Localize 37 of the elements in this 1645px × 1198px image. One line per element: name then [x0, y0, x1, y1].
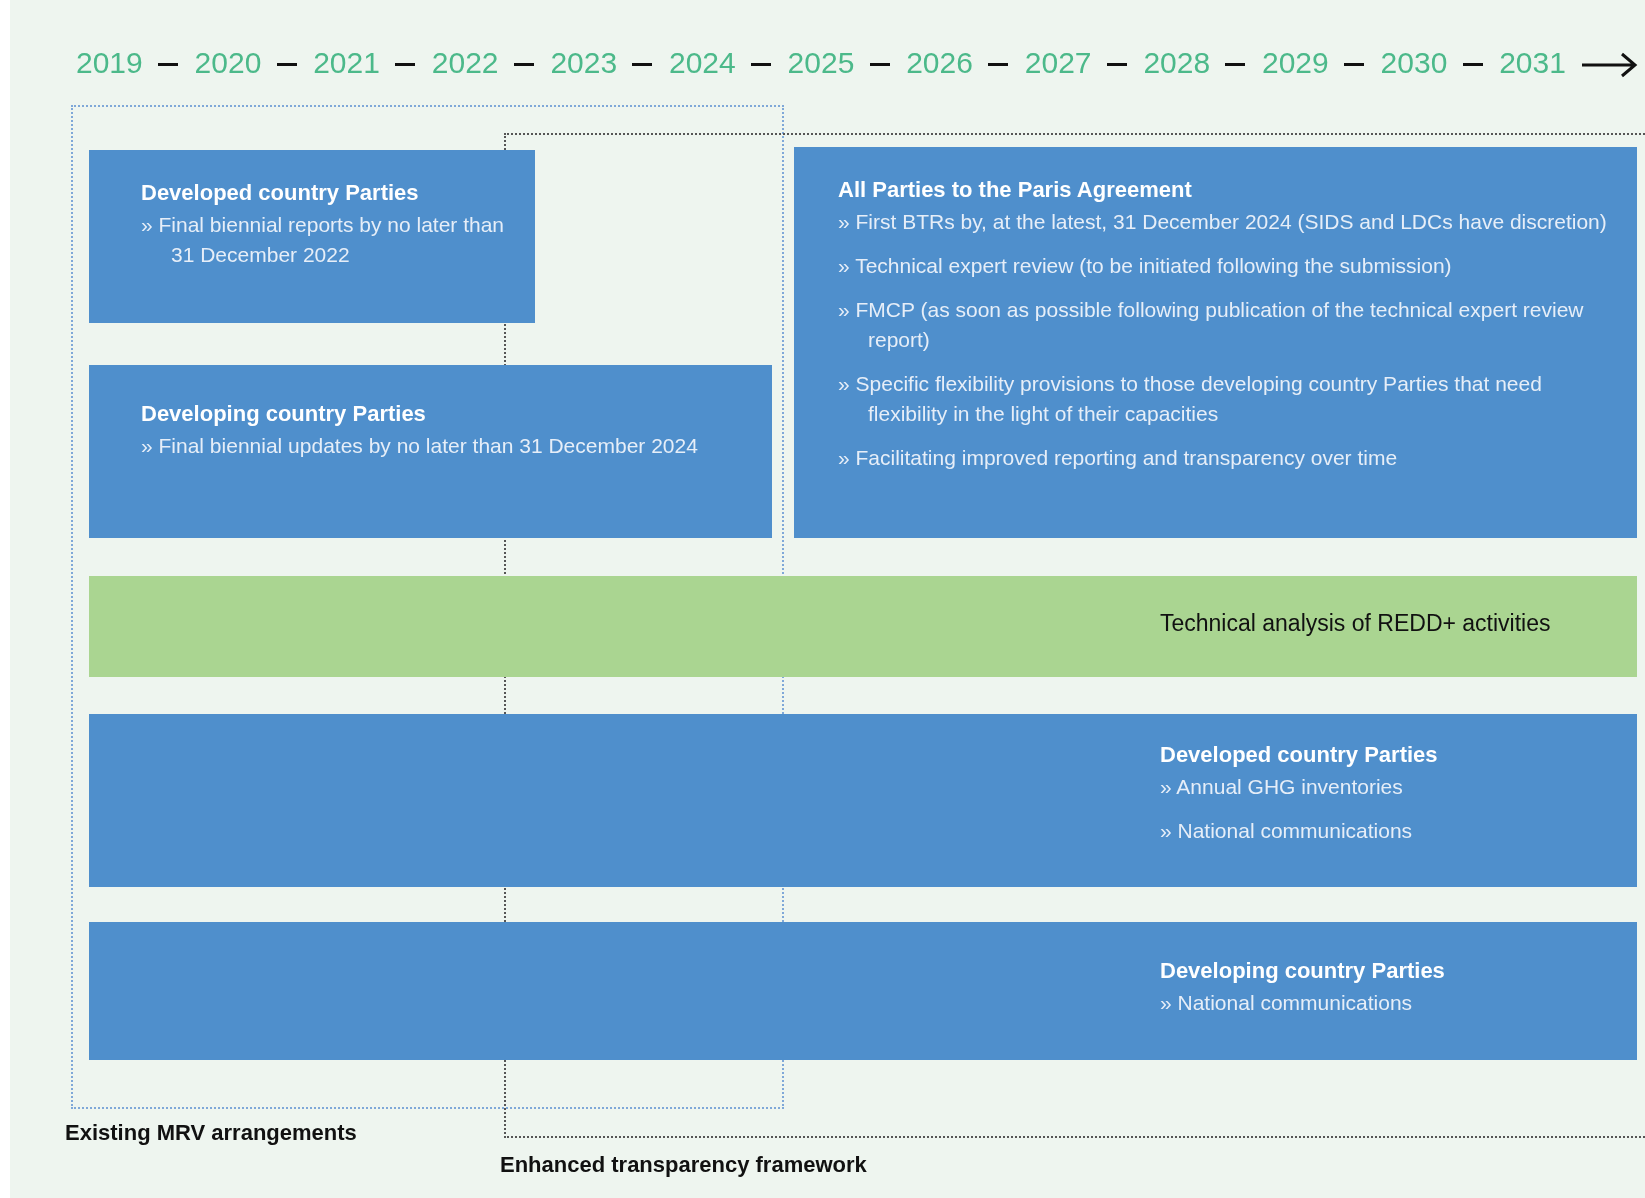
year-label: 2030	[1380, 46, 1448, 80]
year-label: 2019	[76, 46, 143, 80]
year-label: 2028	[1143, 46, 1211, 80]
bullet-item: » Facilitating improved reporting and transparency over time	[838, 445, 1399, 471]
bullet-item: » Final biennial reports by no later than 31 December 2022	[141, 212, 506, 268]
info-panel	[794, 147, 1637, 538]
panel-heading: Developed country Parties	[1160, 742, 1439, 768]
info-panel	[89, 150, 535, 323]
info-panel	[89, 714, 1637, 887]
panel-heading: All Parties to the Paris Agreement	[838, 177, 1193, 203]
bullet-item: » Specific flexibility provisions to those developing country Parties that need flexibility in the light of their capacities	[838, 371, 1543, 427]
year-label: 2024	[669, 46, 736, 80]
bullet-item: » First BTRs by, at the latest, 31 December 2024 (SIDS and LDCs have discretion)	[838, 209, 1608, 235]
bullet-item: » FMCP (as soon as possible following publication of the technical expert review report)	[838, 297, 1585, 353]
panel-heading: Developing country Parties	[141, 401, 427, 427]
year-label: 2029	[1262, 46, 1329, 80]
year-label: 2026	[906, 46, 973, 80]
year-label: 2027	[1024, 46, 1092, 80]
year-label: 2020	[194, 46, 262, 80]
panel-heading: Developed country Parties	[141, 180, 420, 206]
year-label: 2031	[1499, 46, 1566, 80]
year-label: 2023	[550, 46, 618, 80]
panel-heading: Developing country Parties	[1160, 958, 1446, 984]
frame-label: Enhanced transparency framework	[500, 1152, 867, 1178]
bullet-item: » Final biennial updates by no later than 31 December 2024	[141, 433, 699, 459]
panel-heading: Technical analysis of REDD+ activities	[1160, 610, 1552, 637]
bullet-item: » National communications	[1160, 990, 1414, 1016]
year-label: 2021	[313, 46, 380, 80]
activity-bar	[89, 576, 1637, 677]
info-panel	[89, 365, 772, 538]
frame-label: Existing MRV arrangements	[65, 1120, 357, 1146]
bullet-item: » Annual GHG inventories	[1160, 774, 1404, 800]
year-label: 2025	[787, 46, 855, 80]
info-panel	[89, 922, 1637, 1060]
bullet-item: » Technical expert review (to be initiated following the submission)	[838, 253, 1453, 279]
bullet-item: » National communications	[1160, 818, 1414, 844]
year-label: 2022	[431, 46, 499, 80]
